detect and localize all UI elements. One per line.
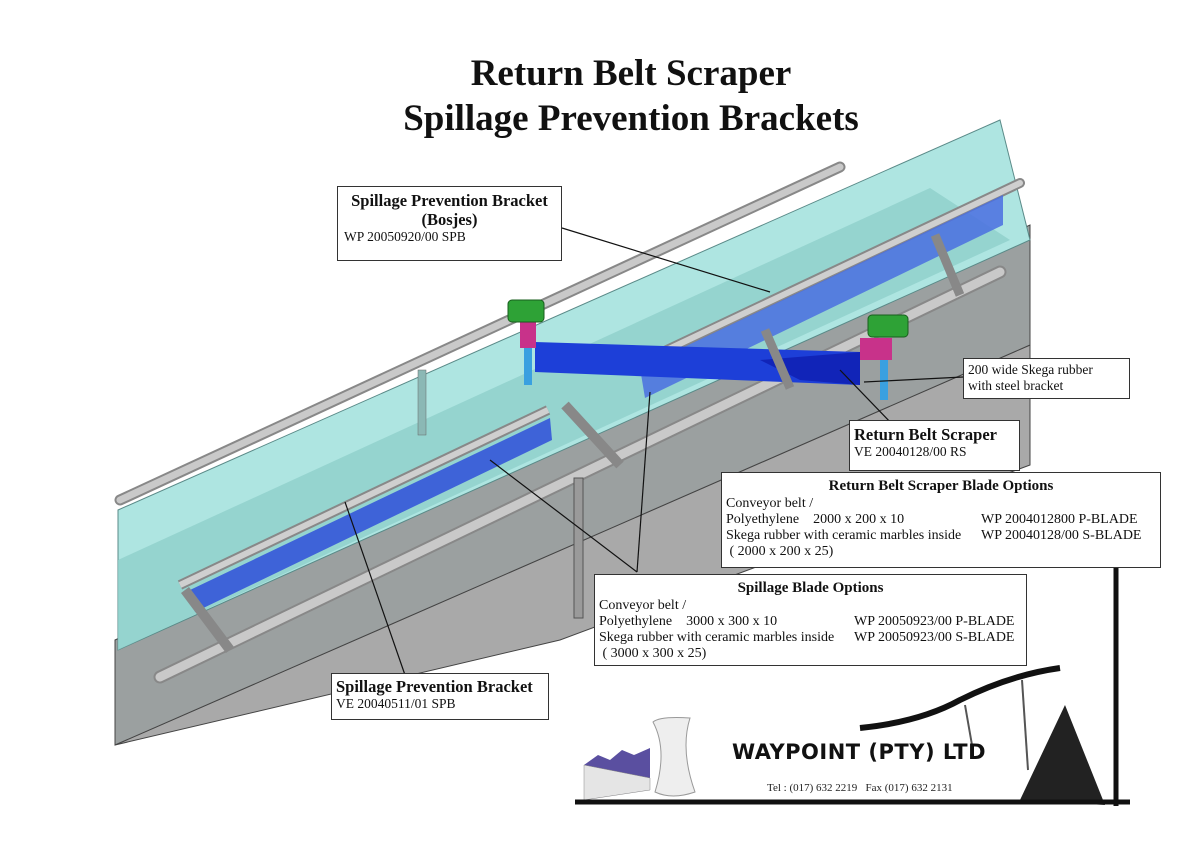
page-title-line2: Spillage Prevention Brackets [403, 98, 859, 139]
callout-return-belt-scraper: Return Belt Scraper VE 20040128/00 RS [849, 420, 1020, 471]
bracket-post-left [524, 345, 532, 385]
clamp-right [867, 314, 909, 338]
callout-heading: Spillage Prevention Bracket [336, 677, 533, 696]
callout-code: VE 20040128/00 RS [854, 444, 967, 459]
page-title-line1: Return Belt Scraper [470, 53, 792, 94]
clamp-left [507, 299, 545, 323]
table-heading: Spillage Blade Options [737, 580, 884, 596]
table-row: ( 2000 x 200 x 25) [726, 544, 834, 559]
table-row: ( 3000 x 300 x 25) [599, 646, 707, 661]
table-row: Skega rubber with ceramic marbles inside… [726, 528, 1142, 543]
bracket-post-right [880, 358, 888, 400]
table-row: Skega rubber with ceramic marbles inside… [599, 630, 1015, 645]
company-contact: Tel : (017) 632 2219 Fax (017) 632 2131 [767, 782, 953, 794]
callout-code: WP 20050920/00 SPB [344, 229, 466, 244]
return-blade-options-table: Return Belt Scraper Blade Options Convey… [721, 472, 1161, 568]
callout-line2: with steel bracket [968, 378, 1064, 393]
callout-code: VE 20040511/01 SPB [336, 696, 456, 711]
cooling-tower-icon [652, 717, 696, 797]
upper-stand [417, 369, 427, 436]
company-name: WAYPOINT (PTY) LTD [732, 740, 987, 764]
table-row: Conveyor belt / [599, 598, 687, 613]
table-heading: Return Belt Scraper Blade Options [828, 478, 1054, 494]
conveyor-bridge-icon [859, 665, 1061, 731]
bosjes-arm [930, 233, 965, 297]
callout-heading: Return Belt Scraper [854, 425, 997, 444]
callout-bosjes-bracket: Spillage Prevention Bracket (Bosjes) WP … [337, 186, 562, 261]
lower-bracket-arm-left [181, 587, 234, 653]
spillage-blade-options-table: Spillage Blade Options Conveyor belt / P… [594, 574, 1027, 666]
callout-heading: Spillage Prevention Bracket [351, 191, 548, 210]
bracket-arm-left [520, 320, 536, 348]
table-row: Conveyor belt / [726, 496, 814, 511]
callout-subheading: (Bosjes) [421, 210, 478, 229]
callout-lower-spillage-bracket: Spillage Prevention Bracket VE 20040511/… [331, 673, 549, 720]
stand-post [573, 477, 584, 619]
lower-bracket-arm-right [561, 401, 624, 469]
callout-line1: 200 wide Skega rubber [968, 362, 1093, 377]
leader-lines [344, 227, 964, 676]
coal-pile-icon [1020, 705, 1105, 805]
callout-skega-rubber: 200 wide Skega rubber with steel bracket [963, 358, 1130, 399]
bracket-arm-right [860, 338, 892, 360]
scraper-arm [760, 328, 795, 390]
company-logo-graphics [583, 665, 1105, 805]
lower-spillage-blade [190, 418, 552, 612]
bosjes-blade [640, 195, 1003, 398]
